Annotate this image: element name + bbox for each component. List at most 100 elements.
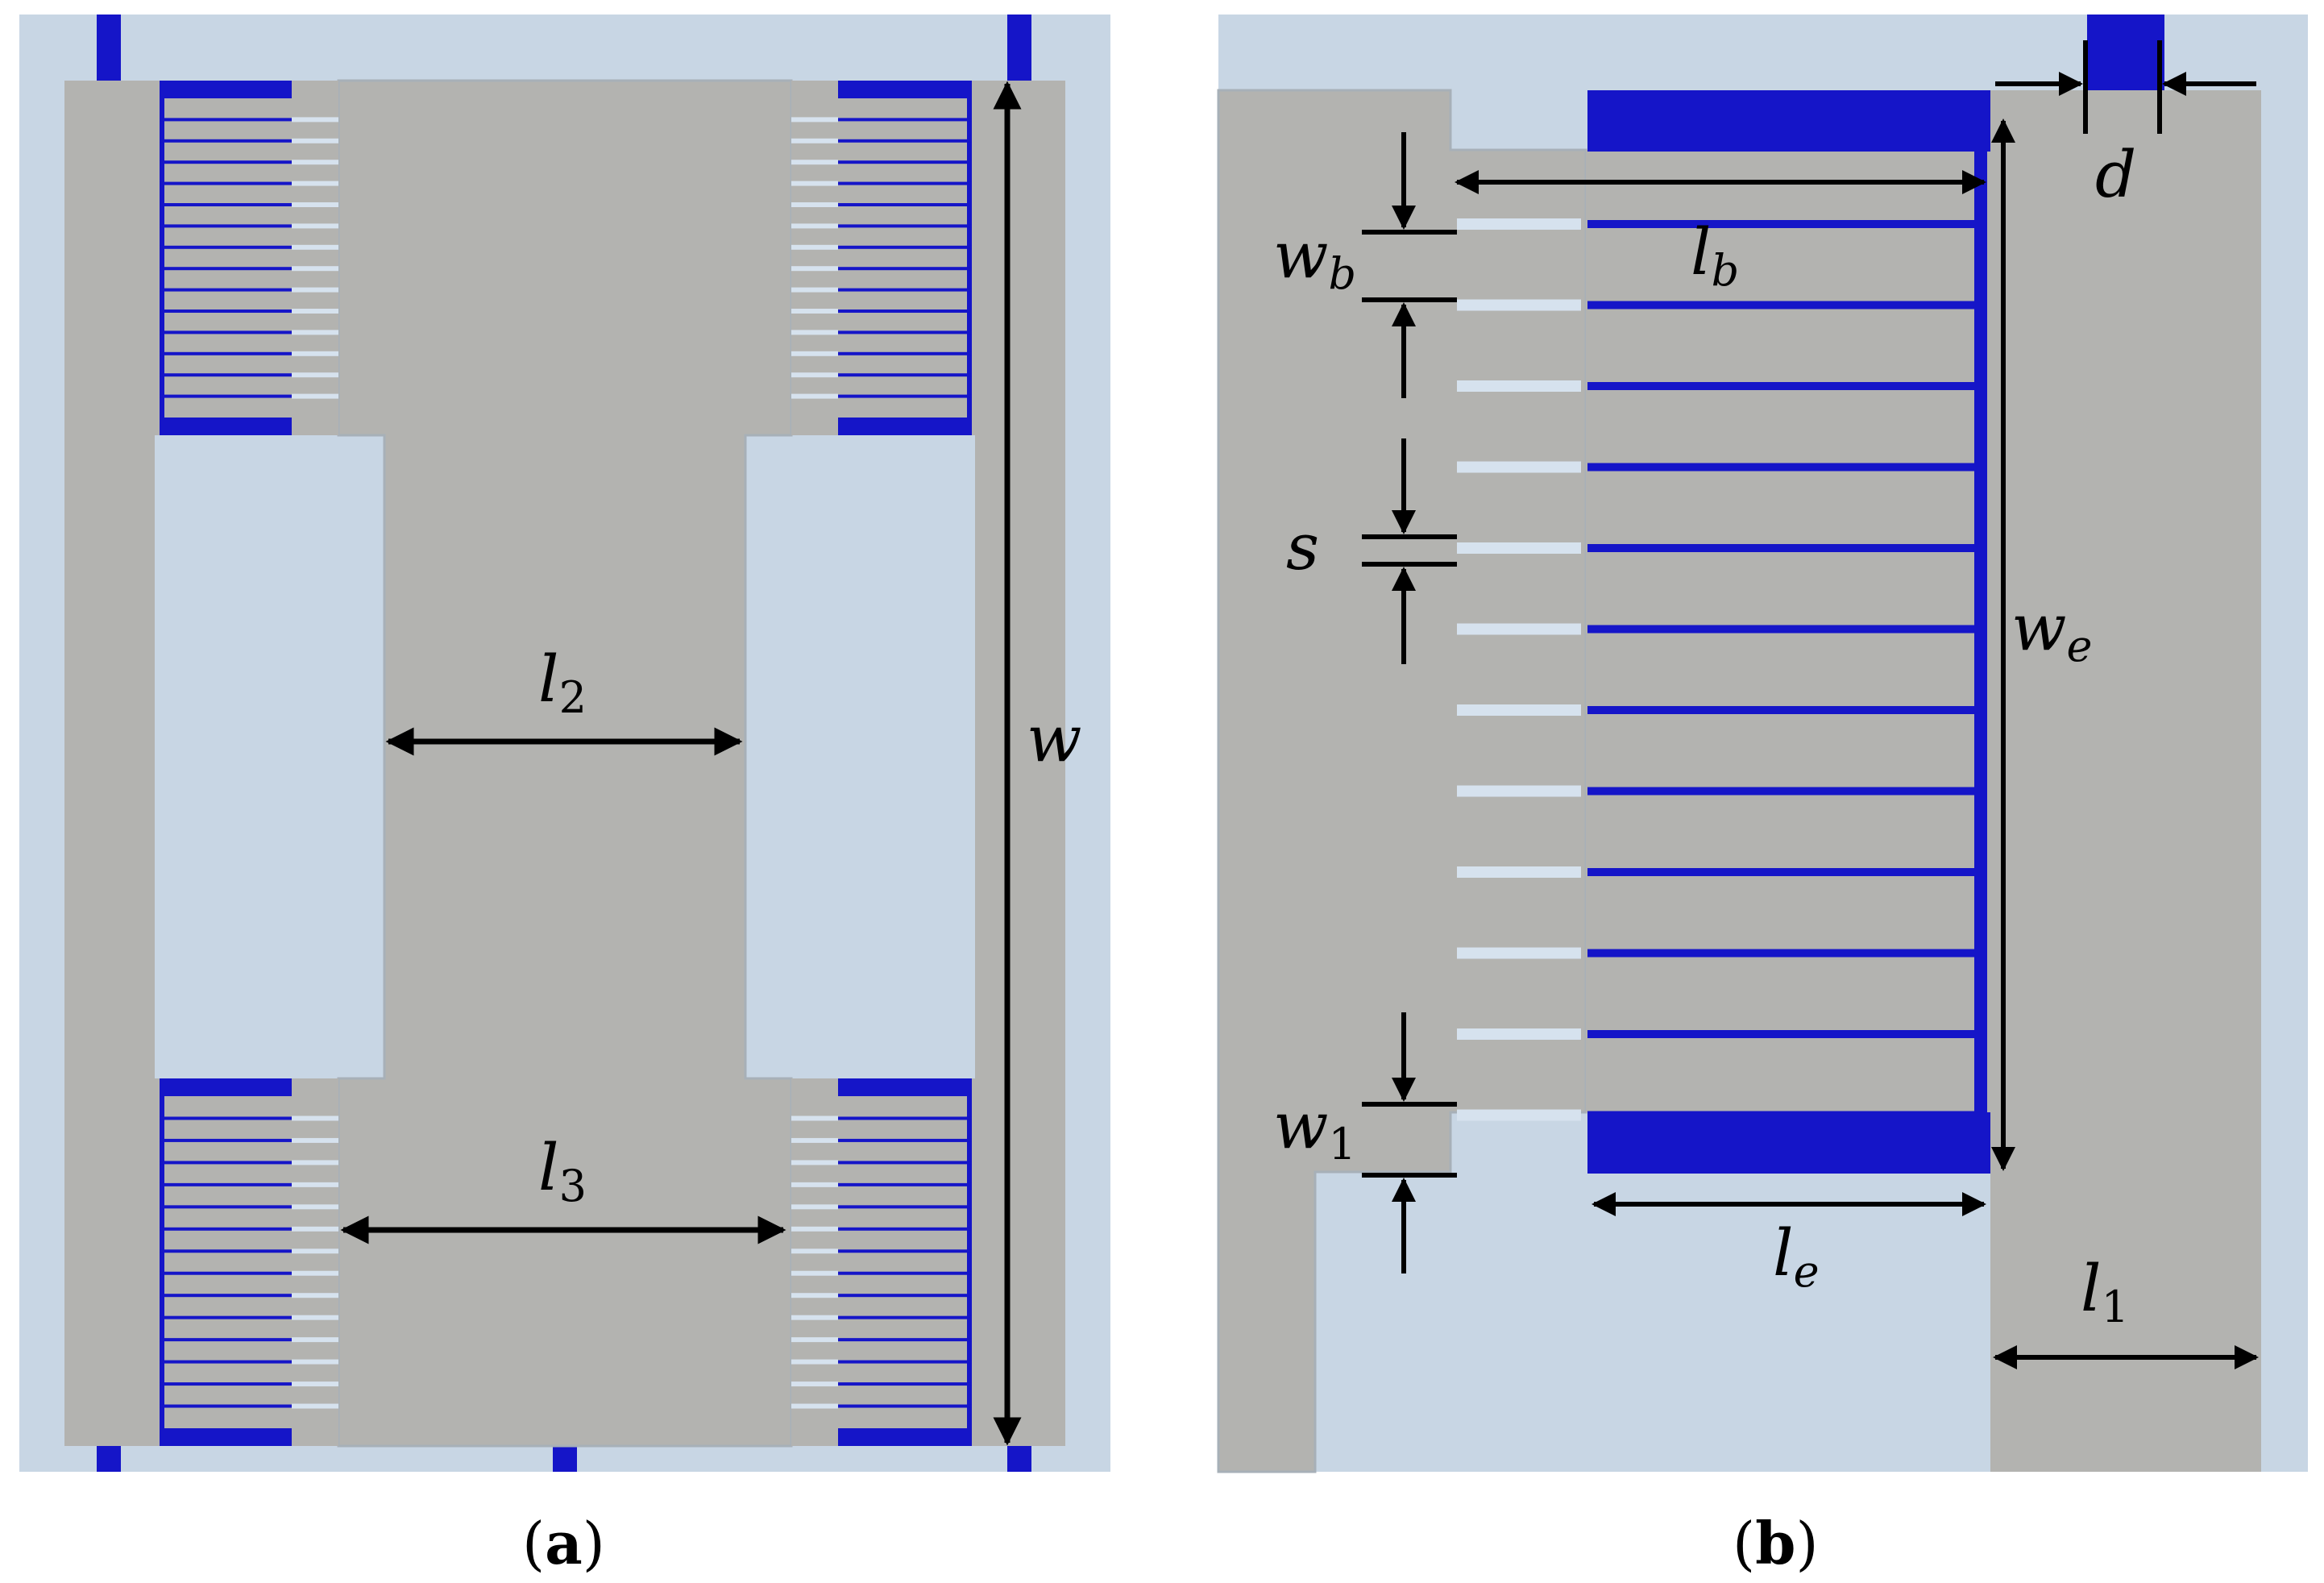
- electrode-finger: [160, 139, 292, 143]
- comb-slit: [791, 1137, 838, 1143]
- electrode-finger: [838, 267, 972, 271]
- comb-slit: [292, 1270, 338, 1276]
- comb-slit: [292, 202, 338, 207]
- comb-slit: [1457, 785, 1581, 797]
- anchor-body: [1217, 89, 1587, 1473]
- electrode-finger: [1587, 787, 1977, 796]
- comb-body: [155, 1078, 338, 1446]
- electrode-finger: [160, 1315, 292, 1319]
- label-w1: w1: [1273, 1088, 1356, 1170]
- electrode-finger: [838, 139, 972, 143]
- electrode-finger: [160, 245, 292, 249]
- center-beam: [337, 79, 793, 1448]
- feed-stub: [1007, 15, 1031, 81]
- electrode-pad: [838, 1428, 972, 1446]
- label-l2: l2: [538, 642, 587, 723]
- comb-slit: [1457, 461, 1581, 473]
- comb-slit: [1457, 1109, 1581, 1121]
- comb-slit: [292, 1204, 338, 1210]
- electrode-finger: [838, 118, 972, 122]
- comb-slit: [292, 244, 338, 250]
- electrode-finger: [160, 203, 292, 206]
- electrode-finger: [160, 267, 292, 271]
- comb-slit: [791, 1293, 838, 1298]
- comb-slit: [292, 1315, 338, 1320]
- electrode-finger: [160, 224, 292, 228]
- comb-slit: [292, 160, 338, 165]
- comb-slit: [292, 181, 338, 186]
- comb-body: [791, 1078, 975, 1446]
- electrode-finger: [838, 203, 972, 206]
- electrode-finger: [838, 160, 972, 164]
- electrode-spine: [1974, 90, 1987, 1174]
- comb-slit: [791, 351, 838, 356]
- comb-slit: [791, 1249, 838, 1254]
- feed-stub: [2087, 15, 2164, 90]
- electrode-finger: [160, 1360, 292, 1364]
- electrode-finger: [838, 1205, 972, 1209]
- electrode-top-pad: [1587, 90, 1990, 152]
- comb-slit: [1457, 623, 1581, 635]
- comb-slit: [791, 287, 838, 293]
- electrode-bottom-pad: [1587, 1112, 1990, 1174]
- label-le: le: [1773, 1215, 1820, 1297]
- label-w: w: [1027, 701, 1081, 776]
- electrode-finger: [160, 1161, 292, 1165]
- electrode-finger: [1587, 868, 1977, 876]
- comb-electrodes-b: [1457, 218, 1977, 1121]
- electrode-finger: [160, 1116, 292, 1120]
- comb-slit: [292, 223, 338, 229]
- feed-stub: [1007, 1446, 1031, 1472]
- comb-slit: [292, 1337, 338, 1343]
- electrode-finger: [1587, 382, 1977, 390]
- panel-a: l2 l3 w (a): [19, 15, 1110, 1577]
- electrode-finger: [838, 1338, 972, 1342]
- comb-slit: [791, 223, 838, 229]
- comb-slit: [791, 244, 838, 250]
- electrode-finger: [160, 394, 292, 398]
- comb-slit: [791, 372, 838, 378]
- comb-slit: [1457, 380, 1581, 392]
- comb-slit: [791, 1182, 838, 1187]
- electrode-finger: [838, 394, 972, 398]
- comb-slit: [1457, 542, 1581, 554]
- comb-slit: [791, 1359, 838, 1365]
- comb-slit: [791, 1403, 838, 1409]
- comb-slit: [292, 1182, 338, 1187]
- electrode-finger: [160, 181, 292, 185]
- comb-slit: [791, 330, 838, 335]
- electrode-pad: [838, 1078, 972, 1096]
- comb-slit: [292, 372, 338, 378]
- electrode-finger: [1587, 949, 1977, 958]
- comb-electrodes-a: [160, 81, 972, 1446]
- comb-slit: [791, 1204, 838, 1210]
- electrode-finger: [1587, 463, 1977, 472]
- electrode-finger: [838, 181, 972, 185]
- electrode-finger: [838, 288, 972, 292]
- comb-slit: [292, 1137, 338, 1143]
- comb-body: [155, 81, 338, 435]
- comb-slit: [791, 1337, 838, 1343]
- electrode-finger: [838, 351, 972, 355]
- electrode-finger: [160, 1382, 292, 1386]
- electrode-spine: [967, 81, 972, 435]
- comb-slit: [292, 1249, 338, 1254]
- comb-slit: [791, 1381, 838, 1387]
- electrode-finger: [838, 1116, 972, 1120]
- label-we: we: [2011, 590, 2092, 671]
- electrode-finger: [1587, 706, 1977, 714]
- caption-b: (b): [1733, 1509, 1819, 1577]
- comb-slit: [791, 1160, 838, 1165]
- electrode-finger: [1587, 1030, 1977, 1038]
- electrode-finger: [838, 1161, 972, 1165]
- electrode-finger: [1587, 301, 1977, 310]
- panel-b: d lb wb s we w1 le l1 (b): [1217, 15, 2308, 1577]
- comb-slit: [791, 160, 838, 165]
- electrode-finger: [838, 1315, 972, 1319]
- comb-slit: [791, 138, 838, 143]
- electrode-finger: [838, 1249, 972, 1253]
- electrode-finger: [1587, 544, 1977, 552]
- comb-slit: [791, 309, 838, 314]
- electrode-finger: [160, 160, 292, 164]
- electrode-finger: [838, 1360, 972, 1364]
